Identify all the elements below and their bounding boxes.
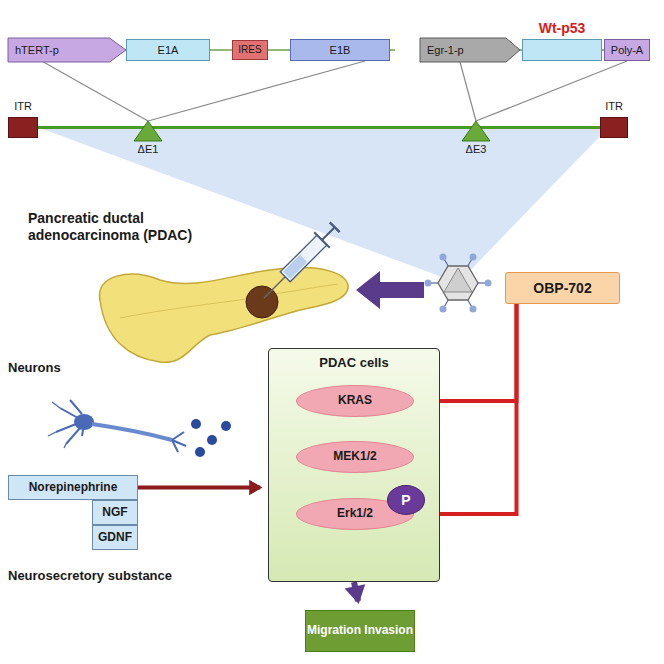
arrow-line	[138, 486, 260, 490]
organ-label: Pancreatic ductal adenocarcinoma (PDAC)	[28, 210, 213, 244]
projection-cone	[40, 128, 608, 283]
group-label: Neurons	[8, 360, 128, 376]
virus-icon	[425, 254, 492, 313]
phospho-circle: P	[387, 485, 425, 515]
node-text: GDNF	[98, 531, 132, 545]
itr-box: ITR	[600, 117, 628, 138]
tumor	[246, 286, 278, 318]
link-line	[148, 61, 365, 121]
outside-heading: ITR	[14, 100, 32, 113]
node-text: P	[401, 492, 410, 508]
node-text: ΔE3	[466, 143, 487, 156]
pancreatic-duct	[120, 284, 338, 318]
signal-protein: MEK1/2	[296, 441, 414, 473]
link-line	[476, 61, 627, 121]
outcome-box: Migration Invasion	[305, 610, 415, 652]
polya-box: Poly-A	[604, 39, 650, 61]
link-line	[43, 62, 148, 121]
outside-heading: Wt-p53	[539, 20, 586, 36]
cell-panel: PDAC cellsKRAS MEK1/2Erk1/2 P	[268, 348, 440, 582]
promoter-arrow: hTERT-p	[8, 38, 126, 62]
ires-box: IRES	[232, 40, 268, 60]
node-text: KRAS	[338, 394, 372, 408]
node-text: MEK1/2	[333, 450, 376, 464]
node-text: Egr-1-p	[427, 44, 464, 57]
node-text: Norepinephrine	[29, 481, 118, 495]
itr-box: ITR	[8, 117, 38, 138]
arrow-outline	[8, 38, 126, 62]
node-text: E1B	[330, 44, 351, 57]
substance-box: Norepinephrine	[8, 475, 138, 500]
node-text: Migration Invasion	[307, 624, 413, 638]
gene-box: Wt-p53	[522, 39, 602, 61]
node-text: NGF	[102, 506, 127, 520]
node-text: hTERT-p	[15, 44, 59, 57]
node-text: E1A	[158, 44, 179, 57]
triangle-outline	[462, 121, 490, 141]
arrow-line	[354, 582, 358, 601]
neuron-illustration	[48, 400, 231, 457]
substance-box: GDNF	[92, 525, 138, 550]
promoter-arrow: Egr-1-p	[420, 38, 520, 62]
syringe	[256, 220, 342, 306]
deletion-marker: ΔE1	[131, 121, 165, 161]
triangle-shape	[459, 121, 493, 141]
triangle-outline	[134, 121, 162, 141]
group-label: Neurosecretory substance	[8, 568, 228, 584]
node-text: PDAC cells	[319, 356, 388, 371]
node-text: ΔE1	[138, 143, 159, 156]
node-text: IRES	[238, 44, 261, 56]
gene-box: E1B	[290, 39, 390, 61]
signal-protein: KRAS	[296, 385, 414, 417]
link-line	[38, 126, 600, 129]
outside-heading: ITR	[605, 100, 623, 113]
node-text: Poly-A	[611, 44, 643, 57]
delivery-arrow	[356, 271, 424, 309]
gene-box: E1A	[126, 39, 210, 61]
deletion-marker: ΔE3	[459, 121, 493, 161]
substance-box: NGF	[92, 500, 138, 525]
virus-name-box: OBP-702	[505, 272, 620, 304]
link-line	[460, 62, 476, 121]
node-text: OBP-702	[533, 280, 591, 296]
node-text: Erk1/2	[337, 507, 373, 521]
arrow-outline	[420, 38, 520, 62]
triangle-shape	[131, 121, 165, 141]
